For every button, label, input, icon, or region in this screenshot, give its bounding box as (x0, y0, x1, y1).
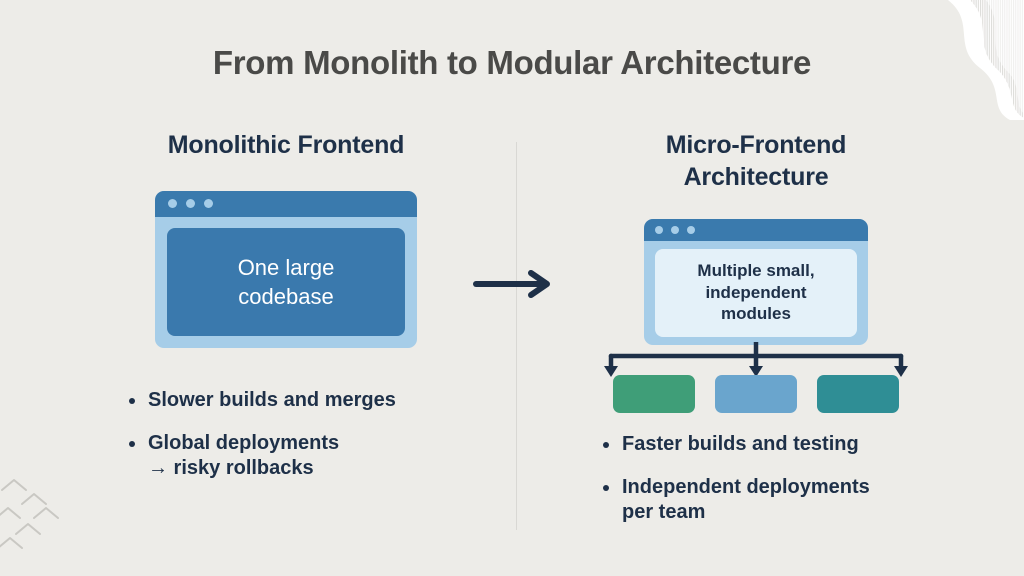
monolith-bullet-list: Slower builds and merges Global deployme… (126, 388, 466, 499)
micro-screen-panel: Multiple small, independent modules (655, 248, 857, 337)
monolith-screen-panel: One large codebase (167, 228, 405, 337)
micro-heading-line2: Architecture (683, 162, 829, 191)
bullet-subtext: per team (622, 501, 706, 524)
page-title: From Monolith to Modular Architecture (212, 44, 812, 81)
module-box-1 (613, 375, 695, 413)
monolith-heading: Monolithic Frontend (167, 131, 405, 159)
micro-browser-mockup: Multiple small, independent modules (644, 218, 868, 345)
micro-heading: Micro-Frontend Architecture (556, 130, 956, 194)
list-item: Faster builds and testing (600, 432, 960, 458)
module-box-2 (715, 375, 797, 413)
browser-body: Multiple small, independent modules (644, 241, 868, 345)
bullet-text: Independent deployments (622, 475, 870, 498)
monolith-screen-line1: One large (237, 255, 335, 280)
chevron-pattern-decoration (0, 479, 59, 549)
column-divider (516, 142, 517, 530)
module-box-row (556, 375, 956, 413)
monolith-screen-line2: codebase (238, 284, 334, 310)
micro-screen-line1: Multiple small, (697, 260, 815, 280)
monolith-browser-mockup: One large codebase (155, 190, 417, 348)
micro-screen-line2: independent (705, 282, 807, 302)
bullet-text: Slower builds and merges (148, 389, 396, 411)
window-dot-2 (671, 225, 679, 234)
column-micro-frontend: Micro-Frontend Architecture Multiple sma… (556, 130, 956, 345)
micro-screen-line3: modules (721, 304, 791, 324)
list-item: Independent deployments per team (600, 475, 960, 526)
browser-titlebar (155, 190, 417, 217)
column-monolithic: Monolithic Frontend One large codebase (96, 130, 476, 348)
list-item: Global deployments → risky rollbacks (126, 431, 466, 482)
micro-bullet-list: Faster builds and testing Independent de… (600, 432, 960, 543)
window-dot-3 (687, 225, 695, 234)
bullet-subtext: → risky rollbacks (148, 457, 314, 480)
bullet-text: Global deployments (148, 431, 340, 454)
arrow-right-icon (473, 270, 550, 298)
micro-heading-line1: Micro-Frontend (665, 131, 847, 159)
window-dot-3 (204, 199, 213, 209)
bullet-text: Faster builds and testing (622, 433, 859, 455)
window-dot-2 (186, 199, 195, 209)
list-item: Slower builds and merges (126, 388, 466, 414)
browser-body: One large codebase (155, 217, 417, 348)
module-connector-arrows (604, 342, 908, 377)
window-dot-1 (655, 225, 663, 234)
window-dot-1 (168, 199, 177, 209)
module-box-3 (817, 375, 899, 413)
browser-titlebar (644, 218, 868, 241)
